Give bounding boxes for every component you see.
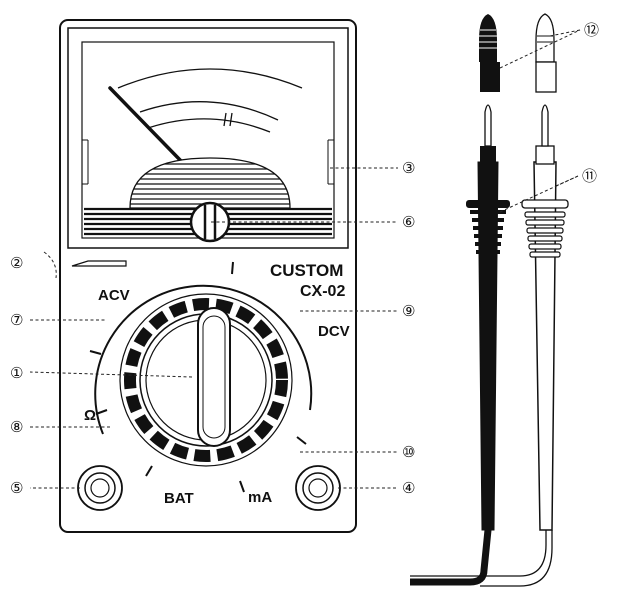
red-probe-cap bbox=[535, 13, 557, 93]
meter-scale bbox=[117, 68, 303, 133]
model-label: CX-02 bbox=[300, 283, 345, 300]
red-test-lead bbox=[410, 104, 569, 587]
range-label-bat: BAT bbox=[164, 490, 194, 507]
arrow-icon bbox=[71, 260, 127, 267]
callout-3: ③ bbox=[402, 160, 415, 177]
callout-6: ⑥ bbox=[402, 214, 415, 231]
callout-12: ⑫ bbox=[584, 22, 599, 39]
meter-dome bbox=[129, 157, 291, 209]
callout-4: ④ bbox=[402, 480, 415, 497]
callout-11: ⑪ bbox=[582, 168, 597, 185]
black-test-lead bbox=[410, 104, 510, 586]
leader-lines bbox=[29, 29, 581, 489]
range-label-acv: ACV bbox=[98, 287, 130, 304]
callout-8: ⑧ bbox=[10, 419, 23, 436]
range-label-ma: mA bbox=[248, 489, 272, 506]
callout-2: ② bbox=[10, 255, 23, 272]
black-probe-cap bbox=[479, 14, 500, 92]
brand-logo: CUSTOM bbox=[270, 261, 343, 280]
range-label-dcv: DCV bbox=[318, 323, 350, 340]
callout-1: ① bbox=[10, 365, 23, 382]
meter-needle bbox=[108, 86, 184, 164]
plus-jack[interactable] bbox=[295, 465, 341, 511]
callout-7: ⑦ bbox=[10, 312, 23, 329]
com-jack[interactable] bbox=[77, 465, 123, 511]
meter-window bbox=[67, 27, 349, 249]
callout-5: ⑤ bbox=[10, 480, 23, 497]
callouts: ① ② ③ ④ ⑤ ⑥ ⑦ ⑧ ⑨ ⑩ ⑪ ⑫ bbox=[10, 22, 599, 497]
range-label-ohm: Ω bbox=[84, 407, 96, 424]
callout-9: ⑨ bbox=[402, 303, 415, 320]
callout-10: ⑩ bbox=[402, 444, 415, 461]
selector-knob[interactable] bbox=[197, 307, 231, 447]
